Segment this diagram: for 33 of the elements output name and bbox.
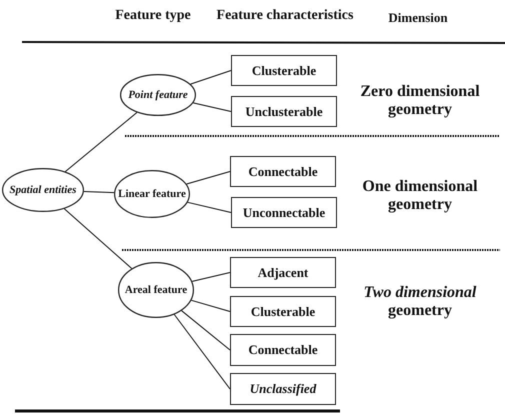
ellipse-node [118, 262, 194, 318]
ellipse-node [2, 168, 84, 212]
category-box: Adjacent [230, 257, 336, 288]
category-box: Clusterable [230, 296, 336, 327]
dimension-label: Two dimensional geometry [362, 284, 478, 320]
category-box: Clusterable [231, 55, 337, 86]
category-box: Connectable [230, 334, 336, 366]
connector-line [190, 70, 232, 85]
connector-line [190, 300, 230, 312]
node-label: Point feature [128, 89, 188, 101]
ellipse-node [114, 170, 190, 218]
category-box: Unclassified [230, 373, 336, 405]
column-header: Feature type [114, 8, 192, 24]
connector-line [83, 191, 115, 194]
column-header: Dimension [387, 10, 449, 26]
column-header: Feature characteristics [216, 8, 354, 24]
node-label: Areal feature [124, 284, 188, 296]
connector-line [174, 314, 230, 390]
category-box: Unconnectable [231, 197, 337, 228]
connector-line [192, 272, 230, 282]
category-box: Connectable [230, 156, 336, 187]
node-label: Linear feature [118, 188, 186, 200]
category-box: Unclusterable [231, 96, 337, 127]
ellipse-node [120, 74, 196, 116]
node-label: Spatial entities [10, 184, 76, 196]
connector-line [186, 171, 230, 184]
connector-line [187, 202, 232, 213]
dimension-label: One dimensional geometry [361, 178, 479, 214]
connector-line [192, 102, 232, 112]
connector-line [64, 208, 132, 269]
dimension-label: Zero dimensional geometry [359, 83, 481, 119]
connector-line [181, 310, 230, 350]
connector-line [64, 112, 138, 172]
